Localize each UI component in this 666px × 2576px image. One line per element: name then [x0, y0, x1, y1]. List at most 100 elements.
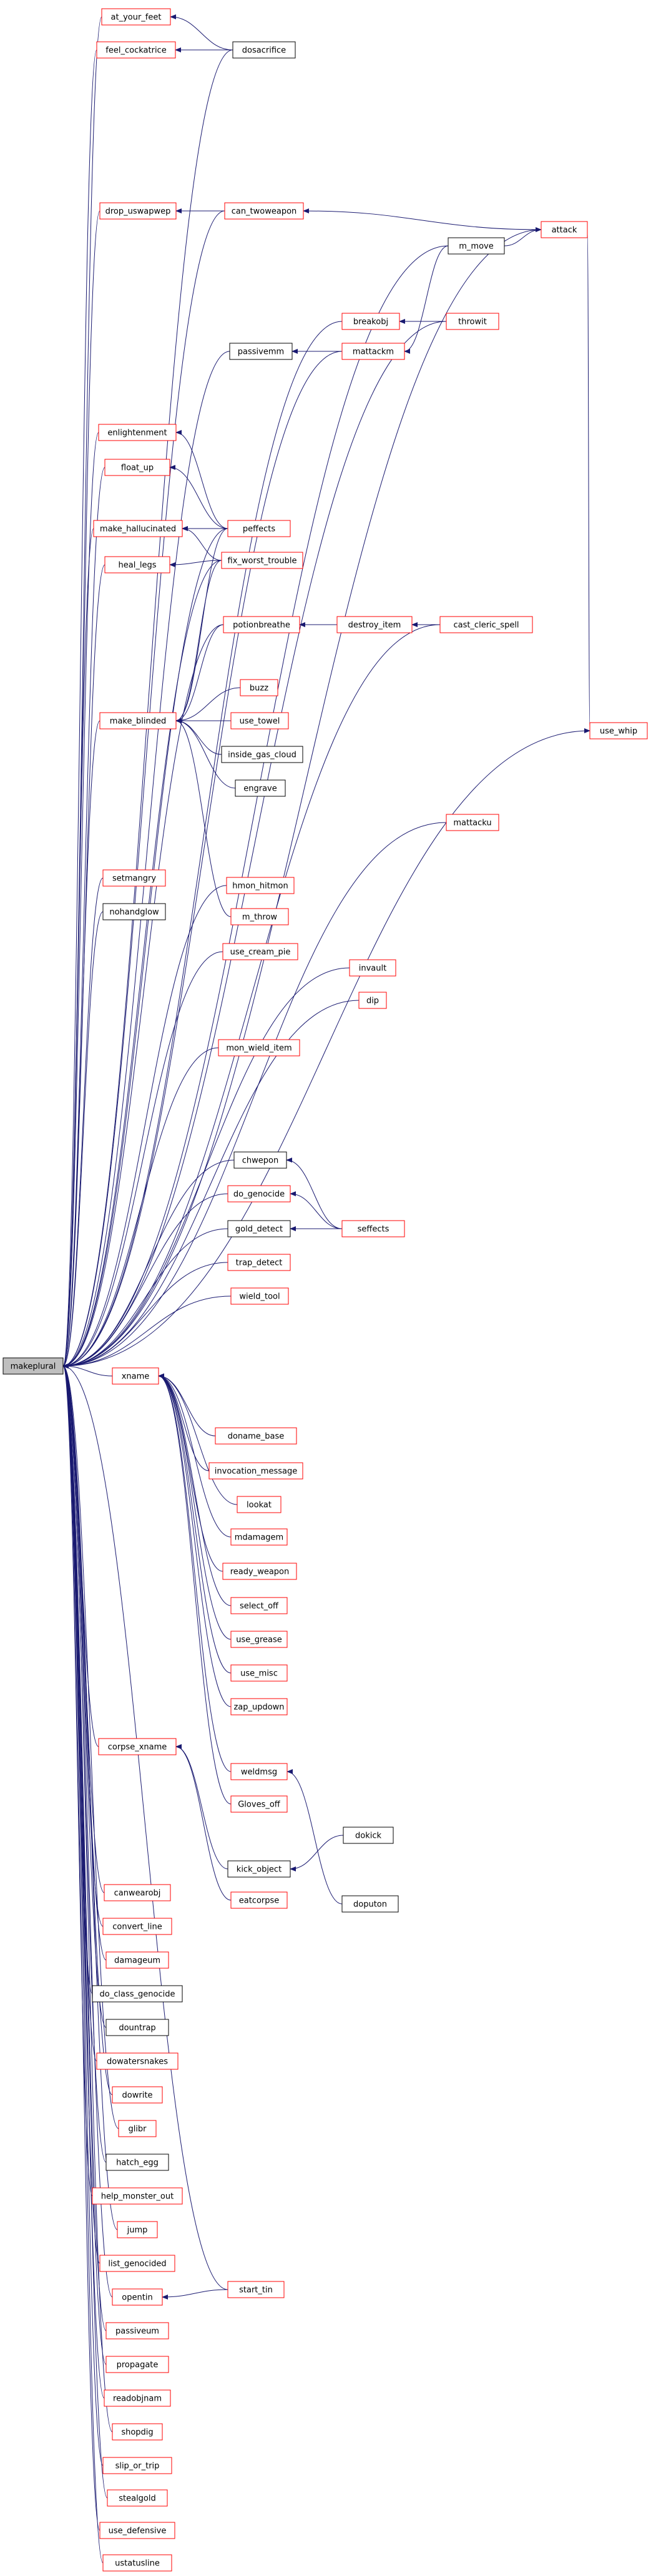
- node-label: ustatusline: [115, 2559, 160, 2569]
- node-label: potionbreathe: [233, 621, 290, 630]
- node-engrave[interactable]: engrave: [235, 779, 286, 797]
- node-lookat[interactable]: lookat: [237, 1496, 282, 1513]
- node-passiveum[interactable]: passiveum: [105, 2322, 169, 2339]
- node-help_monster_out[interactable]: help_monster_out: [92, 2187, 183, 2205]
- node-dokick[interactable]: dokick: [343, 1827, 394, 1844]
- node-inside_gas_cloud[interactable]: inside_gas_cloud: [221, 746, 303, 763]
- edge-readobjnam-to-makeplural: [62, 1364, 105, 2399]
- node-setmangry[interactable]: setmangry: [102, 869, 166, 887]
- node-list_genocided[interactable]: list_genocided: [99, 2255, 175, 2272]
- node-invault[interactable]: invault: [349, 959, 396, 977]
- node-ready_weapon[interactable]: ready_weapon: [222, 1563, 297, 1580]
- node-enlightenment[interactable]: enlightenment: [98, 424, 177, 441]
- node-shopdig[interactable]: shopdig: [112, 2423, 163, 2441]
- node-dosacrifice[interactable]: dosacrifice: [232, 41, 296, 59]
- node-feel_cockatrice[interactable]: feel_cockatrice: [96, 41, 176, 59]
- edge-passiveum-to-makeplural: [62, 1364, 107, 2331]
- node-label: m_throw: [242, 913, 278, 922]
- node-mon_wield_item[interactable]: mon_wield_item: [218, 1039, 300, 1056]
- node-hmon_hitmon[interactable]: hmon_hitmon: [226, 877, 295, 894]
- node-use_whip[interactable]: use_whip: [589, 722, 648, 739]
- node-label: dip: [366, 997, 379, 1006]
- node-ustatusline[interactable]: ustatusline: [102, 2554, 172, 2572]
- node-potionbreathe[interactable]: potionbreathe: [223, 616, 300, 633]
- node-dip[interactable]: dip: [358, 992, 387, 1009]
- node-destroy_item[interactable]: destroy_item: [336, 616, 413, 633]
- node-float_up[interactable]: float_up: [104, 459, 170, 476]
- node-label: drop_uswapwep: [105, 207, 171, 217]
- node-mattackm[interactable]: mattackm: [341, 343, 405, 360]
- node-wield_tool[interactable]: wield_tool: [230, 1287, 289, 1305]
- node-can_twoweapon[interactable]: can_twoweapon: [224, 202, 304, 220]
- node-mdamagem[interactable]: mdamagem: [230, 1528, 288, 1546]
- node-jump[interactable]: jump: [117, 2221, 158, 2238]
- node-mattacku[interactable]: mattacku: [446, 814, 499, 831]
- node-dountrap[interactable]: dountrap: [105, 2019, 169, 2036]
- node-convert_line[interactable]: convert_line: [102, 1918, 172, 1935]
- node-hatch_egg[interactable]: hatch_egg: [105, 2154, 169, 2171]
- node-Gloves_off[interactable]: Gloves_off: [230, 1795, 288, 1813]
- node-label: do_class_genocide: [100, 1990, 175, 1999]
- node-breakobj[interactable]: breakobj: [341, 313, 400, 330]
- node-readobjnam[interactable]: readobjnam: [104, 2389, 171, 2407]
- node-dowrite[interactable]: dowrite: [112, 2086, 163, 2104]
- node-xname[interactable]: xname: [112, 1367, 159, 1385]
- node-zap_updown[interactable]: zap_updown: [230, 1698, 288, 1715]
- node-doputon[interactable]: doputon: [341, 1895, 399, 1913]
- node-corpse_xname[interactable]: corpse_xname: [98, 1738, 177, 1755]
- node-attack[interactable]: attack: [541, 221, 588, 238]
- node-propagate[interactable]: propagate: [105, 2356, 169, 2373]
- node-heal_legs[interactable]: heal_legs: [104, 556, 170, 573]
- node-m_move[interactable]: m_move: [448, 237, 505, 255]
- node-passivemm[interactable]: passivemm: [229, 343, 293, 360]
- node-select_off[interactable]: select_off: [230, 1597, 288, 1614]
- node-opentin[interactable]: opentin: [112, 2288, 163, 2306]
- node-throwit[interactable]: throwit: [446, 313, 499, 330]
- node-box: [102, 869, 166, 887]
- node-eatcorpse[interactable]: eatcorpse: [230, 1891, 288, 1909]
- node-drop_uswapwep[interactable]: drop_uswapwep: [99, 202, 177, 220]
- node-cast_cleric_spell[interactable]: cast_cleric_spell: [439, 616, 533, 633]
- node-use_misc[interactable]: use_misc: [230, 1664, 288, 1682]
- node-use_defensive[interactable]: use_defensive: [99, 2522, 175, 2539]
- node-dowatersnakes[interactable]: dowatersnakes: [96, 2052, 179, 2070]
- node-damageum[interactable]: damageum: [105, 1951, 169, 1969]
- node-do_genocide[interactable]: do_genocide: [227, 1185, 291, 1203]
- node-use_grease[interactable]: use_grease: [230, 1631, 288, 1648]
- edge-shopdig-to-makeplural: [62, 1364, 113, 2432]
- node-slip_or_trip[interactable]: slip_or_trip: [102, 2457, 172, 2474]
- edge-dosacrifice-to-at_your_feet: [170, 14, 233, 51]
- node-trap_detect[interactable]: trap_detect: [227, 1254, 291, 1271]
- node-at_your_feet[interactable]: at_your_feet: [101, 8, 171, 26]
- node-make_hallucinated[interactable]: make_hallucinated: [93, 520, 183, 537]
- node-weldmsg[interactable]: weldmsg: [230, 1763, 288, 1780]
- node-gold_detect[interactable]: gold_detect: [227, 1220, 291, 1237]
- node-peffects[interactable]: peffects: [227, 520, 291, 537]
- node-use_towel[interactable]: use_towel: [230, 712, 289, 729]
- node-doname_base[interactable]: doname_base: [215, 1427, 297, 1445]
- node-label: dosacrifice: [242, 46, 286, 56]
- node-box: [218, 1039, 300, 1056]
- node-label: passivemm: [238, 348, 284, 357]
- node-canwearobj[interactable]: canwearobj: [104, 1884, 171, 1901]
- node-chwepon[interactable]: chwepon: [233, 1151, 287, 1169]
- node-use_cream_pie[interactable]: use_cream_pie: [222, 943, 298, 960]
- node-nohandglow[interactable]: nohandglow: [102, 903, 166, 920]
- node-do_class_genocide[interactable]: do_class_genocide: [92, 1985, 183, 2003]
- node-fix_worst_trouble[interactable]: fix_worst_trouble: [221, 552, 303, 569]
- edge-select_off-to-xname: [158, 1373, 232, 1606]
- edge-trap_detect-to-makeplural: [62, 1262, 228, 1368]
- node-glibr[interactable]: glibr: [118, 2120, 157, 2137]
- node-seffects[interactable]: seffects: [341, 1220, 405, 1237]
- node-kick_object[interactable]: kick_object: [227, 1860, 291, 1878]
- node-m_throw[interactable]: m_throw: [230, 908, 289, 925]
- node-make_blinded[interactable]: make_blinded: [99, 712, 177, 729]
- node-stealgold[interactable]: stealgold: [107, 2489, 168, 2507]
- node-label: hmon_hitmon: [232, 882, 288, 891]
- node-invocation_message[interactable]: invocation_message: [208, 1462, 303, 1480]
- node-makeplural[interactable]: makeplural: [2, 1357, 64, 1375]
- node-box: [446, 313, 499, 330]
- node-buzz[interactable]: buzz: [240, 679, 278, 696]
- node-start_tin[interactable]: start_tin: [227, 2281, 285, 2298]
